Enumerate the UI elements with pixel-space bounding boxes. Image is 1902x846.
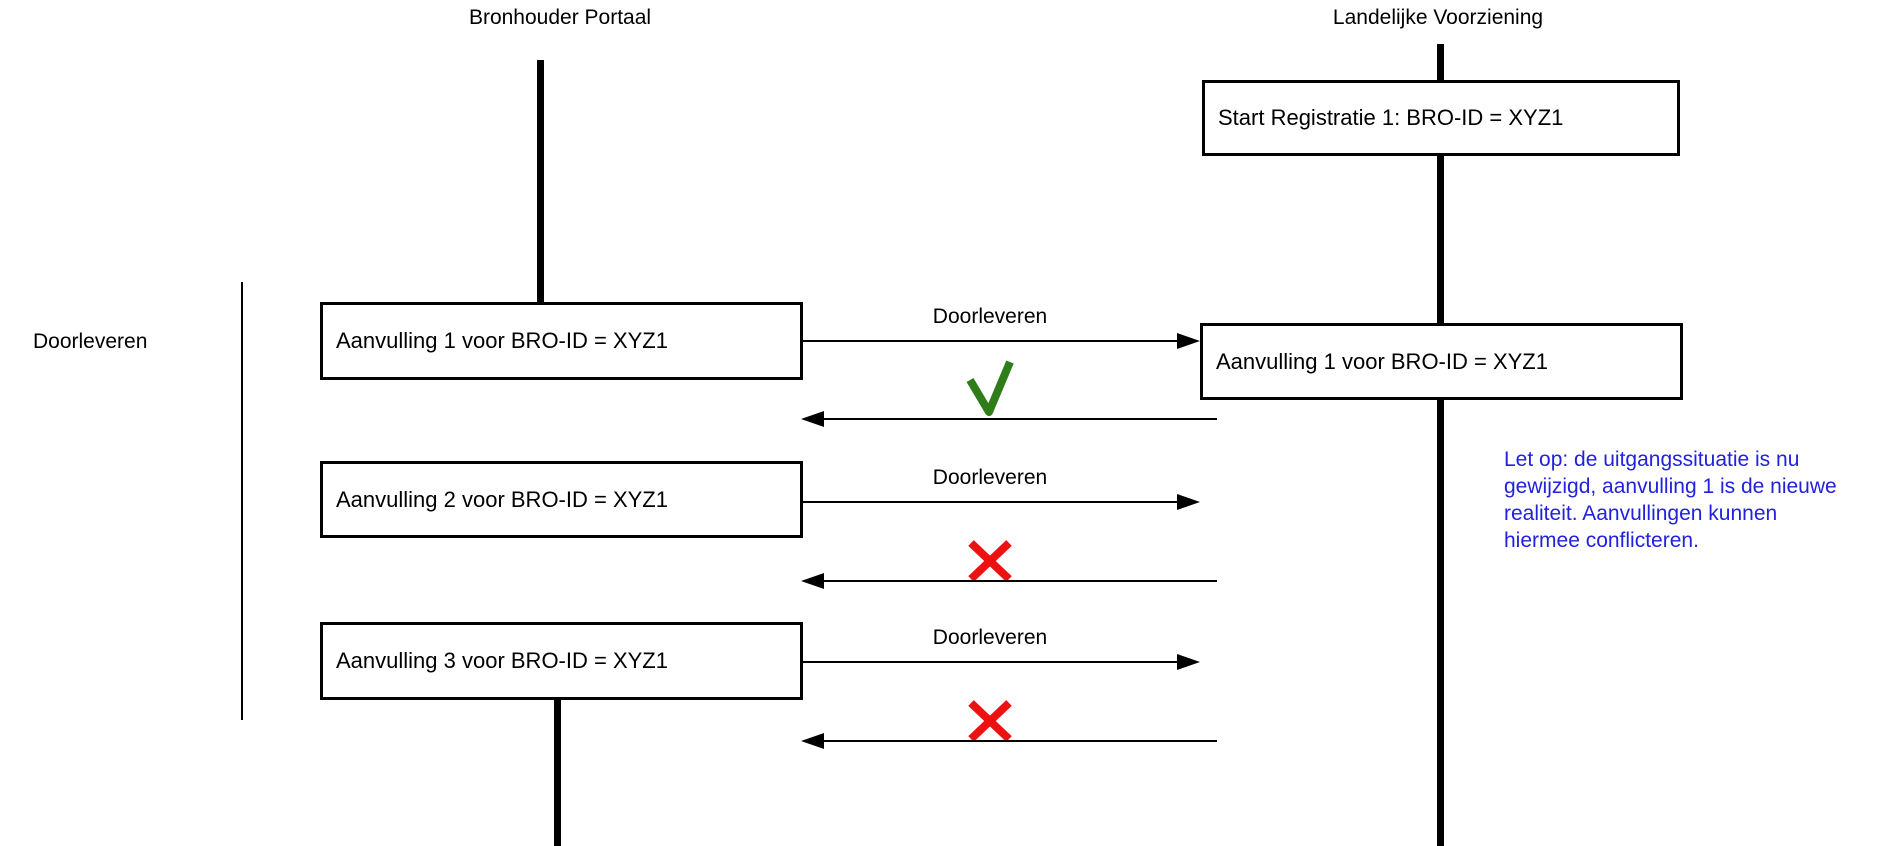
note-text: Let op: de uitgangssituatie is nu gewijz… [1504, 446, 1837, 554]
note-line: gewijzigd, aanvulling 1 is de nieuwe [1504, 475, 1837, 498]
message-3-label: Doorleveren [932, 626, 1048, 649]
actor-label-landelijke-voorziening: Landelijke Voorziening [1332, 6, 1544, 29]
cross-icon [968, 700, 1012, 742]
landelijke-voorziening-lifeline-segment-3 [1437, 398, 1444, 846]
arrow-shaft [803, 501, 1182, 503]
aanvulling-3-label: Aanvulling 3 voor BRO-ID = XYZ1 [336, 648, 668, 673]
note-line: hiermee conflicteren. [1504, 529, 1699, 552]
arrowhead-right-icon [1177, 654, 1200, 670]
message-3-arrow [803, 654, 1200, 670]
aanvulling-2-box: Aanvulling 2 voor BRO-ID = XYZ1 [320, 461, 803, 538]
arrowhead-right-icon [1177, 494, 1200, 510]
aanvulling-2-label: Aanvulling 2 voor BRO-ID = XYZ1 [336, 486, 668, 512]
group-bracket [241, 282, 243, 720]
group-label-doorleveren: Doorleveren [33, 330, 148, 353]
message-1-label: Doorleveren [932, 305, 1048, 328]
note-line: Let op: de uitgangssituatie is nu [1504, 448, 1800, 471]
return-2-arrow [801, 573, 1217, 589]
arrowhead-left-icon [801, 411, 824, 427]
bronhouder-lifeline-bottom-segment [554, 700, 561, 846]
return-3-arrow [801, 733, 1217, 749]
arrow-shaft [803, 340, 1182, 342]
arrow-shaft [803, 661, 1182, 663]
check-icon [966, 360, 1014, 416]
aanvulling-1-label: Aanvulling 1 voor BRO-ID = XYZ1 [336, 328, 668, 353]
arrowhead-left-icon [801, 573, 824, 589]
arrow-shaft [819, 580, 1217, 582]
start-registratie-box: Start Registratie 1: BRO-ID = XYZ1 [1202, 80, 1680, 156]
arrowhead-right-icon [1177, 333, 1200, 349]
actor-label-bronhouder-portaal: Bronhouder Portaal [468, 6, 652, 29]
message-2-label: Doorleveren [932, 466, 1048, 489]
arrow-shaft [819, 740, 1217, 742]
message-2-arrow [803, 494, 1200, 510]
landelijke-voorziening-lifeline-segment-2 [1437, 154, 1444, 325]
lv-aanvulling-1-label: Aanvulling 1 voor BRO-ID = XYZ1 [1216, 348, 1548, 374]
landelijke-voorziening-lifeline-segment-1 [1437, 44, 1444, 82]
start-registratie-label: Start Registratie 1: BRO-ID = XYZ1 [1218, 105, 1564, 130]
bronhouder-lifeline-top-segment [537, 60, 544, 302]
message-1-arrow [803, 333, 1200, 349]
cross-icon [968, 540, 1012, 582]
aanvulling-3-box: Aanvulling 3 voor BRO-ID = XYZ1 [320, 622, 803, 700]
lv-aanvulling-1-box: Aanvulling 1 voor BRO-ID = XYZ1 [1200, 323, 1683, 400]
return-1-arrow [801, 411, 1217, 427]
aanvulling-1-box: Aanvulling 1 voor BRO-ID = XYZ1 [320, 302, 803, 380]
note-line: realiteit. Aanvullingen kunnen [1504, 502, 1778, 525]
arrow-shaft [819, 418, 1217, 420]
arrowhead-left-icon [801, 733, 824, 749]
